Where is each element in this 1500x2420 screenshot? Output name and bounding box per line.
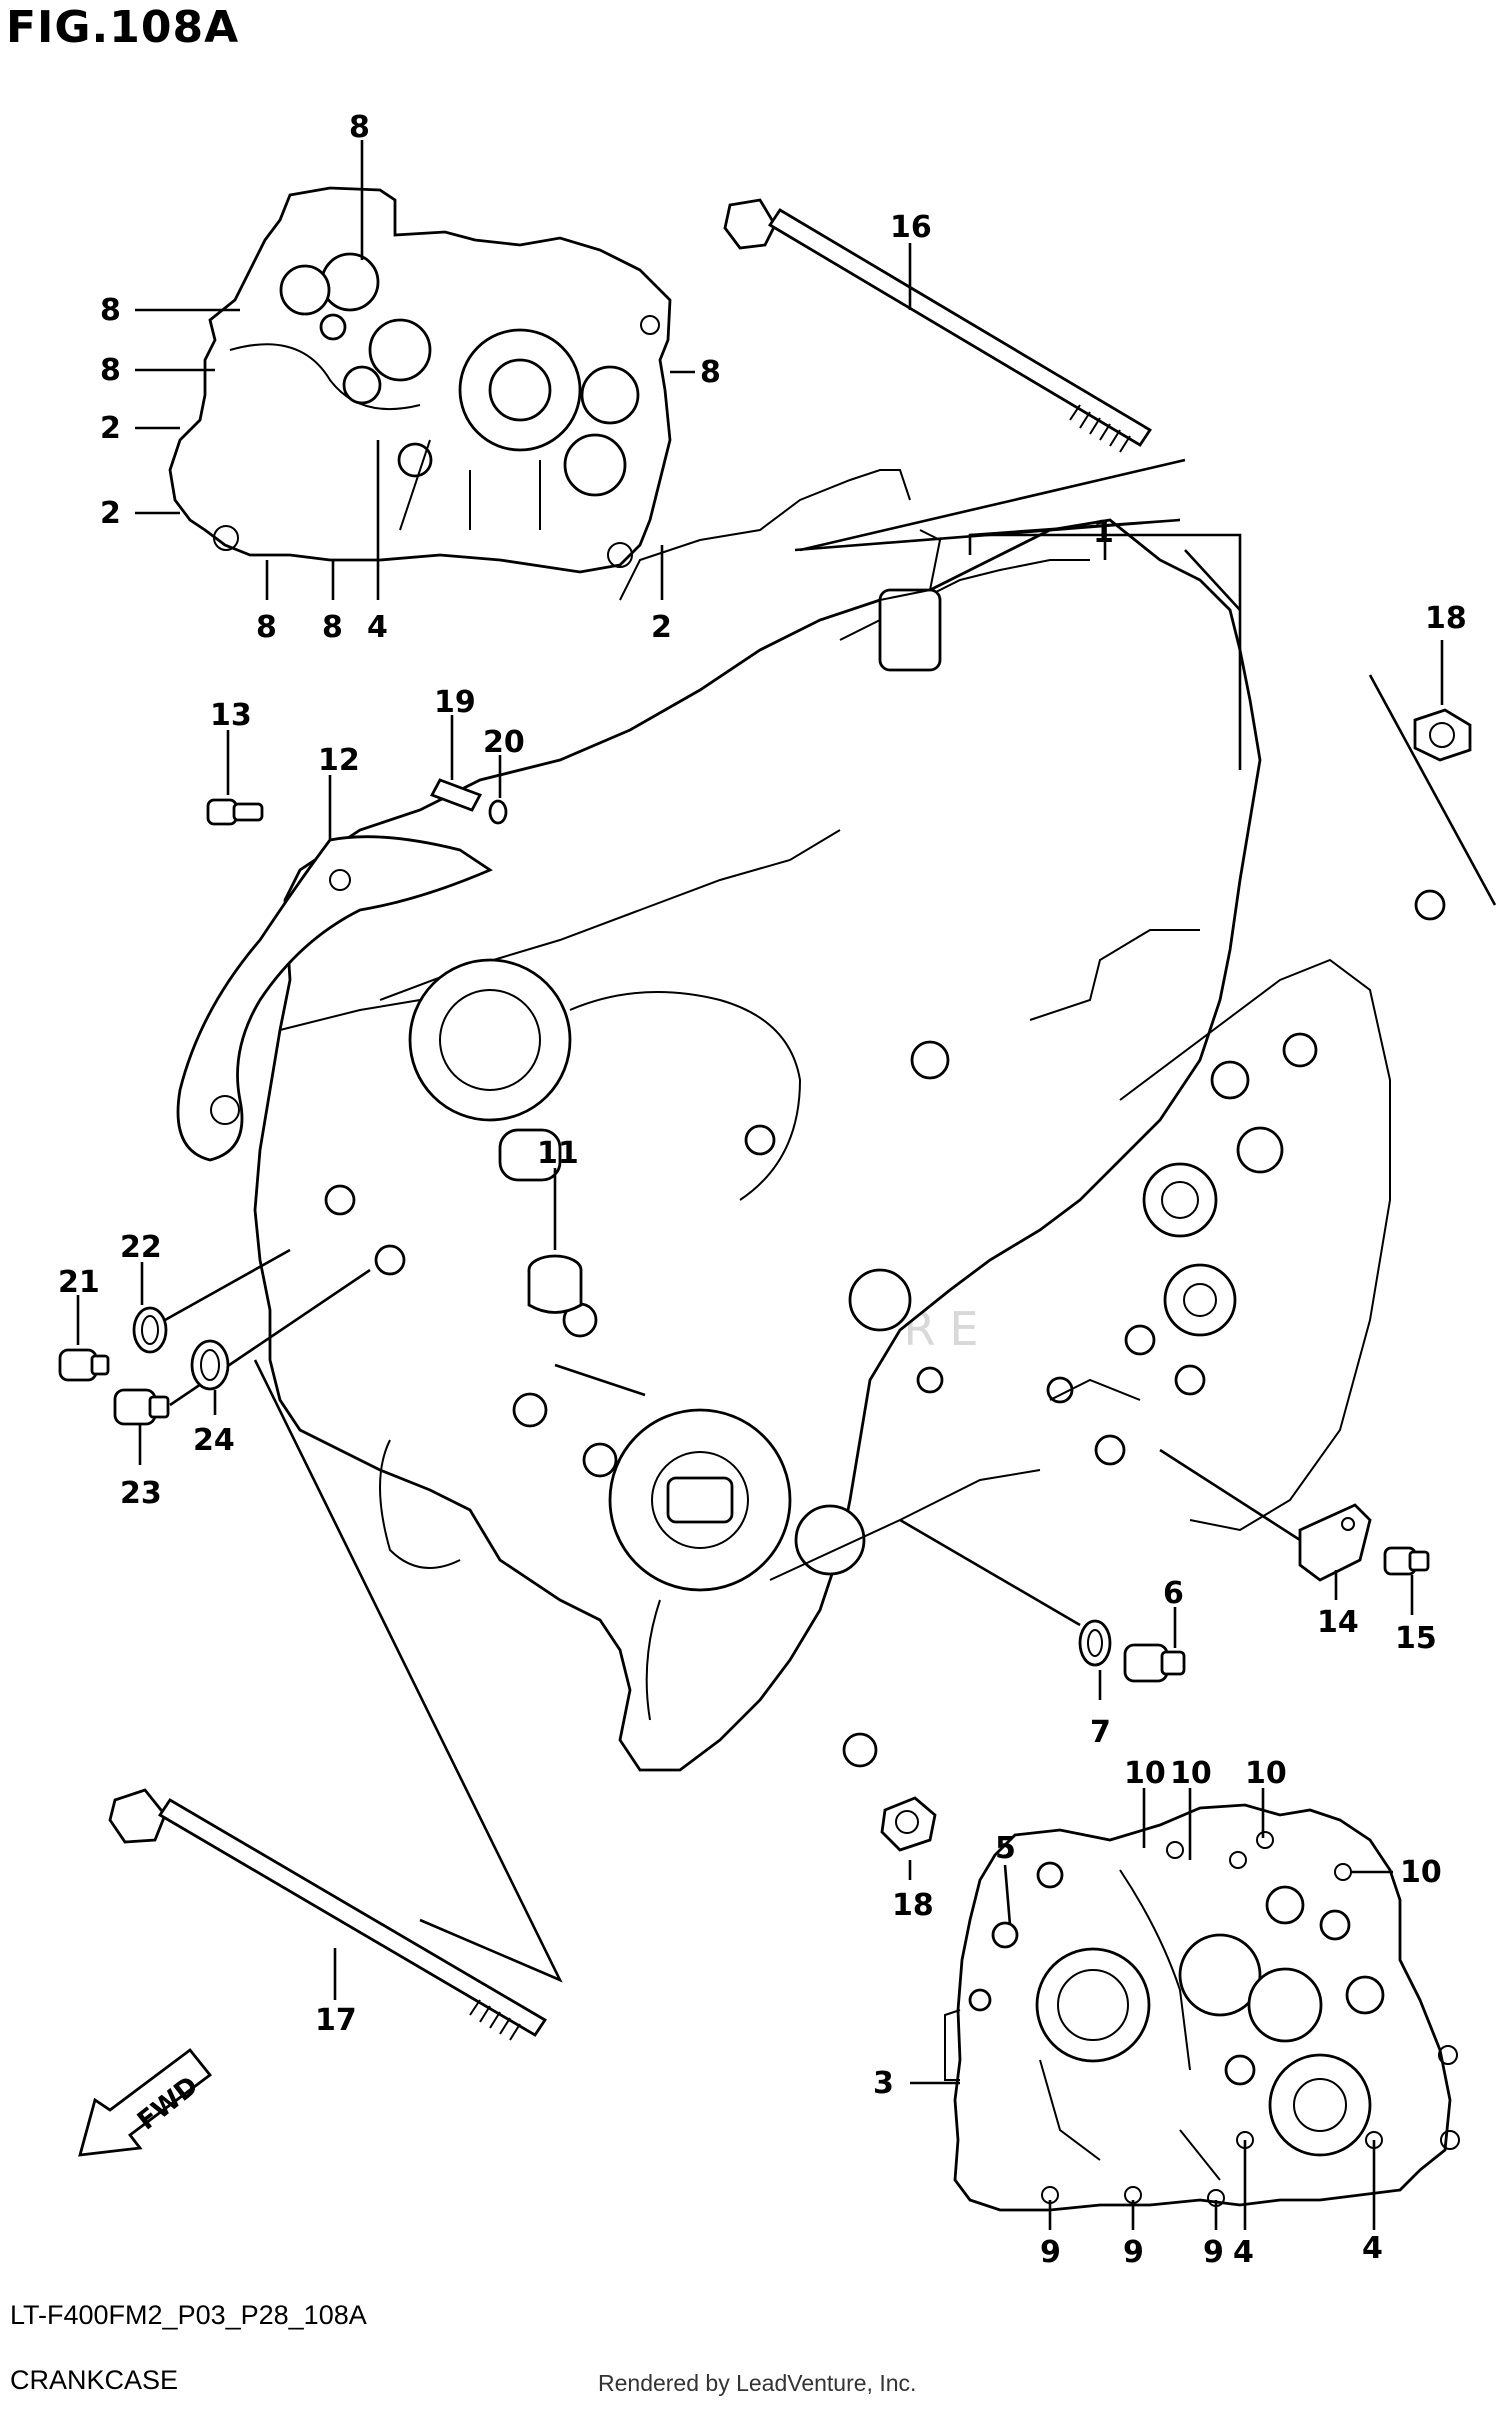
- callout-10: 10: [1400, 1855, 1442, 1890]
- callout-18: 18: [892, 1888, 934, 1923]
- dowel-part-11: [527, 1168, 583, 1314]
- washer-part-24: [190, 1339, 230, 1415]
- bracket-part-12: [176, 775, 493, 1162]
- callout-4: 4: [367, 610, 388, 645]
- callout-8: 8: [100, 293, 121, 328]
- callout-4: 4: [1233, 2235, 1254, 2270]
- callout-1: 1: [1093, 515, 1114, 550]
- callout-23: 23: [120, 1476, 162, 1511]
- plug-part-6: [1123, 1607, 1186, 1683]
- plug-part-21: [58, 1295, 110, 1382]
- callout-24: 24: [193, 1423, 235, 1458]
- callout-8: 8: [349, 110, 370, 145]
- callout-leaders-main: [253, 518, 1242, 1983]
- callout-11: 11: [537, 1136, 579, 1171]
- callout-6: 6: [1163, 1576, 1184, 1611]
- callout-8: 8: [700, 355, 721, 390]
- callout-13: 13: [210, 698, 252, 733]
- callout-8: 8: [256, 610, 277, 645]
- callout-20: 20: [483, 725, 525, 760]
- callout-22: 22: [120, 1230, 162, 1265]
- callout-2: 2: [651, 610, 672, 645]
- callout-19: 19: [434, 685, 476, 720]
- crankcase-half-right-view: [944, 1803, 1460, 2212]
- fitting-part-19: [430, 715, 482, 812]
- crankcase-half-left-view: [168, 186, 672, 574]
- callout-17: 17: [315, 2003, 357, 2038]
- bolt-part-16: [723, 198, 1152, 453]
- callout-leaders-left-view: [135, 140, 695, 600]
- callout-16: 16: [890, 210, 932, 245]
- callout-10: 10: [1170, 1756, 1212, 1791]
- callout-9: 9: [1040, 2235, 1061, 2270]
- crankcase-main: [253, 469, 1446, 1772]
- callout-14: 14: [1317, 1605, 1359, 1640]
- nut-part-18-upper: [1368, 640, 1497, 906]
- callout-leaders-right-view: [910, 1788, 1393, 2230]
- callout-21: 21: [58, 1265, 100, 1300]
- callout-10: 10: [1245, 1756, 1287, 1791]
- callout-8: 8: [322, 610, 343, 645]
- callout-leader-16: [799, 243, 1186, 552]
- callout-12: 12: [318, 743, 360, 778]
- callout-2: 2: [100, 411, 121, 446]
- callout-8: 8: [100, 353, 121, 388]
- screw-part-15: [1383, 1546, 1430, 1615]
- forward-direction-arrow: FWD: [78, 2048, 212, 2157]
- washer-part-22: [132, 1248, 291, 1354]
- callout-2: 2: [100, 496, 121, 531]
- o-ring-part-20: [488, 755, 508, 825]
- figure-title: FIG.108A: [6, 2, 240, 53]
- callout-9: 9: [1123, 2235, 1144, 2270]
- bolt-part-13: [206, 730, 264, 826]
- bolt-part-17: [108, 1788, 547, 2041]
- callout-7: 7: [1090, 1715, 1111, 1750]
- washer-part-7: [899, 1518, 1112, 1700]
- plate-part-14: [1159, 1448, 1372, 1600]
- figure-name: CRANKCASE: [10, 2365, 179, 2395]
- callout-9: 9: [1203, 2235, 1224, 2270]
- callout-4: 4: [1362, 2231, 1383, 2266]
- callout-3: 3: [873, 2066, 894, 2101]
- figure-code: LT-F400FM2_P03_P28_108A: [10, 2300, 367, 2330]
- callout-18: 18: [1425, 601, 1467, 636]
- callout-5: 5: [995, 1831, 1016, 1866]
- callout-15: 15: [1395, 1621, 1437, 1656]
- nut-part-18-lower: [880, 1796, 937, 1880]
- callout-10: 10: [1124, 1756, 1166, 1791]
- render-credit: Rendered by LeadVenture, Inc.: [598, 2370, 917, 2396]
